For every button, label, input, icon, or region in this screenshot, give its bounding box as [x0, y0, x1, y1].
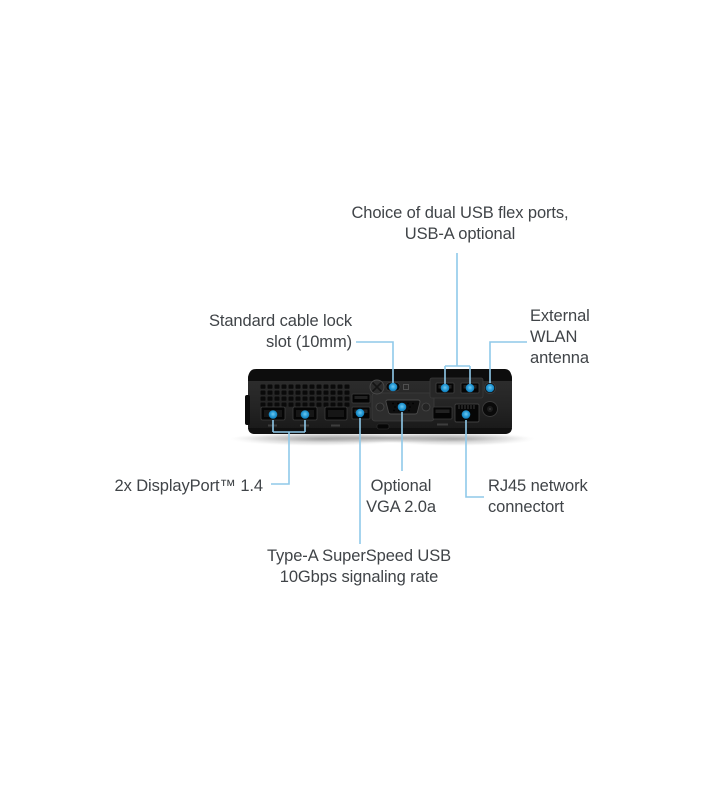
usb-a-superspeed-icon: [432, 406, 453, 426]
label-usb-flex-ports: Choice of dual USB flex ports, USB-A opt…: [351, 204, 569, 243]
callout-line-displayport: [271, 420, 306, 485]
dot-wlan-antenna: [485, 383, 495, 393]
dot-typea-usb: [355, 408, 365, 418]
thumbscrew-icon: [369, 379, 385, 395]
kensington-slot-icon: [376, 423, 390, 430]
callout-dots: [268, 382, 495, 419]
callout-lines: [271, 253, 527, 544]
callout-line-usb-flex: [444, 253, 471, 384]
dot-usb-flex-1: [440, 383, 450, 393]
callout-line-cable-lock: [356, 341, 394, 383]
dot-vga: [397, 402, 407, 412]
label-cable-lock-slot: Standard cable lock slot (10mm): [208, 312, 352, 351]
dot-rj45: [461, 410, 471, 419]
callout-line-wlan: [489, 341, 527, 383]
callout-line-rj45: [465, 420, 484, 498]
dot-displayport-2: [300, 410, 310, 419]
label-displayport: 2x DisplayPort™ 1.4: [114, 477, 264, 495]
displayport-3-icon: [324, 406, 348, 427]
label-vga: Optional VGA 2.0a: [366, 477, 436, 516]
power-jack-icon: [482, 401, 498, 417]
vent-grid-icon: [260, 384, 351, 408]
label-rj45: RJ45 network connectort: [488, 477, 588, 516]
label-wlan-antenna: External WLAN antenna: [530, 307, 590, 367]
dot-displayport-1: [268, 410, 278, 419]
device-shadow: [230, 432, 535, 446]
dot-cable-lock: [388, 382, 398, 392]
usb-flex-panel: [429, 377, 484, 399]
device-rear-view: [245, 369, 512, 434]
dot-usb-flex-2: [465, 383, 475, 393]
label-typea-usb: Type-A SuperSpeed USB 10Gbps signaling r…: [266, 547, 452, 586]
